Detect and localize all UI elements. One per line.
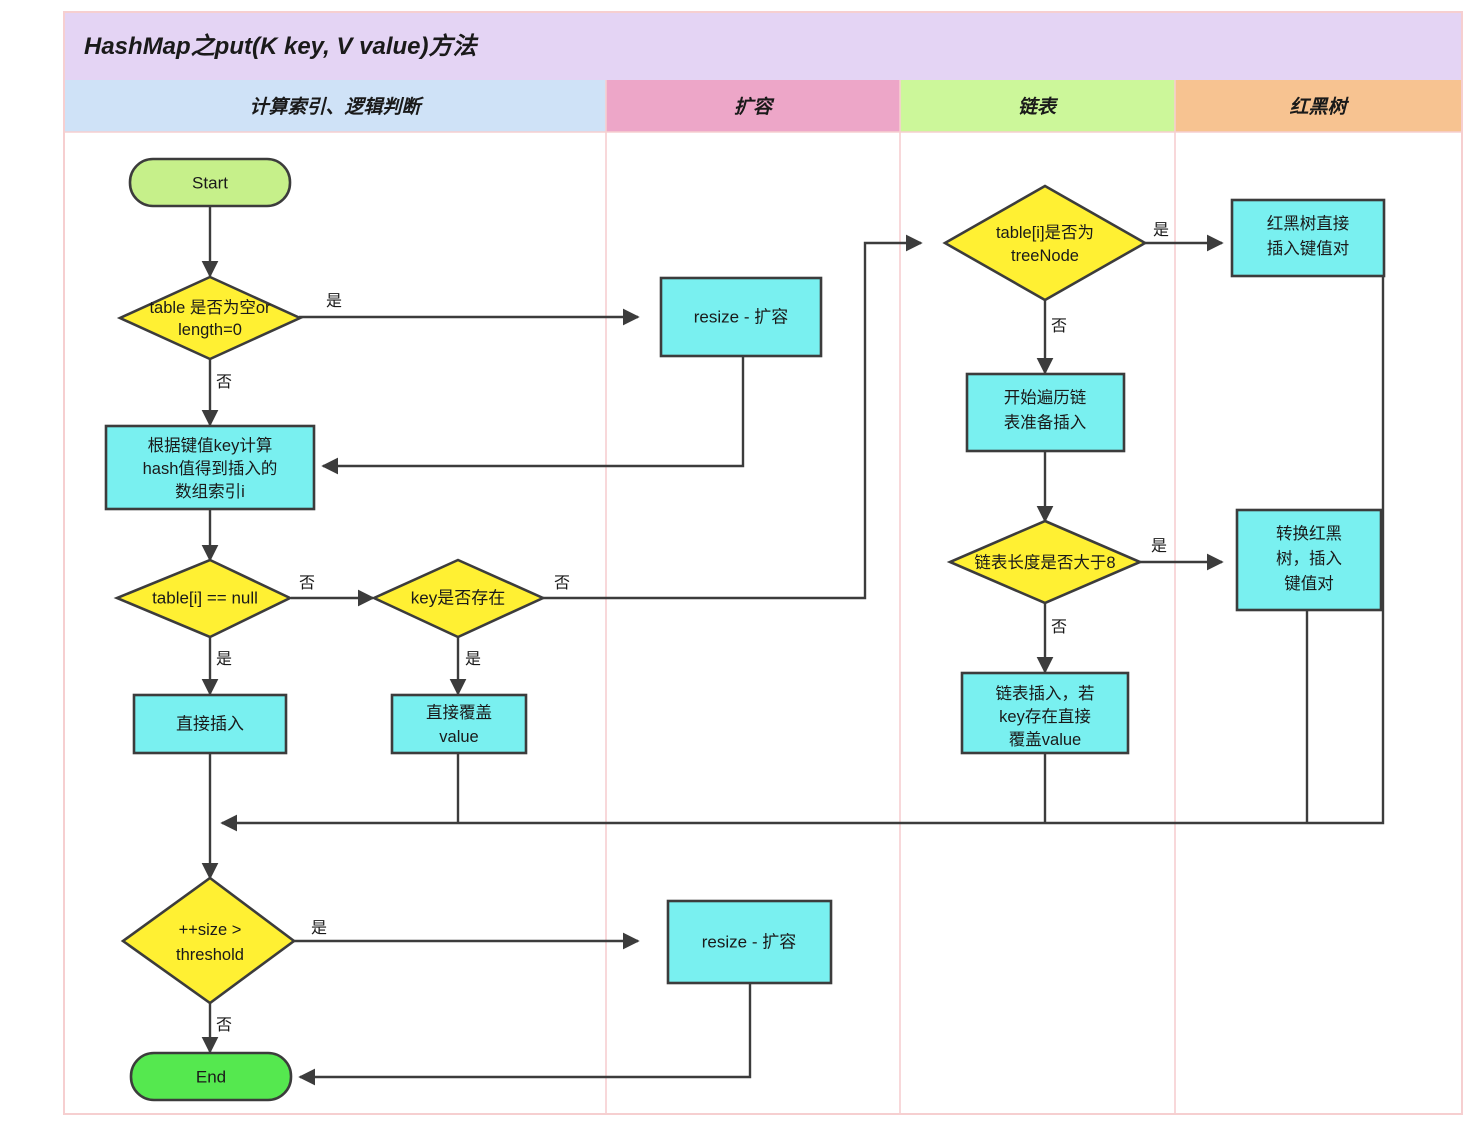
lane-header-resize-bg [606, 80, 900, 132]
lane-header-tree-bg [1175, 80, 1462, 132]
node-traverse-line1: 开始遍历链 [1004, 388, 1087, 407]
edge-label-tableempty-no: 否 [216, 374, 232, 391]
node-resize-bottom[interactable]: resize - 扩容 [666, 899, 833, 985]
edge-resizetop-to-calchash [321, 356, 745, 475]
node-resize-bottom-label: resize - 扩容 [702, 932, 796, 951]
edges-layer: resize-top --> calc-hash --> key exists … [201, 206, 1385, 1086]
node-is-treenode[interactable]: table[i]是否为 treeNode [942, 184, 1148, 302]
node-table-empty-line1: table 是否为空or [149, 298, 271, 317]
node-start-label: Start [192, 173, 228, 192]
edge-labels-layer: 是 否 否 是 否 是 是 否 是 否 是 否 [216, 222, 1169, 1034]
node-overwrite[interactable]: 直接覆盖 value [390, 693, 528, 755]
edge-label-lengt8-yes: 是 [1151, 538, 1167, 555]
lane-header-calc-bg [64, 80, 606, 132]
node-to-tree-line3: 键值对 [1284, 574, 1334, 593]
lane-header-calc-label: 计算索引、逻辑判断 [249, 96, 424, 118]
node-tree-insert-line1: 红黑树直接 [1267, 214, 1350, 233]
node-to-tree-line1: 转换红黑 [1276, 524, 1342, 543]
edge-label-size-yes: 是 [311, 920, 327, 937]
node-list-insert-line1: 链表插入，若 [996, 684, 1095, 703]
node-end[interactable]: End [129, 1051, 293, 1102]
edge-resizebottom-to-end [298, 983, 752, 1086]
node-direct-insert[interactable]: 直接插入 [132, 693, 288, 755]
node-start[interactable]: Start [128, 157, 292, 208]
lane-header-resize-label: 扩容 [734, 96, 775, 118]
node-traverse[interactable]: 开始遍历链 表准备插入 [965, 372, 1126, 453]
edge-label-keyexists-yes: 是 [465, 651, 481, 668]
lane-header-list-bg [900, 80, 1175, 132]
node-list-insert[interactable]: 链表插入，若 key存在直接 覆盖value [960, 671, 1130, 755]
edge-label-istreenode-no: 否 [1051, 318, 1067, 335]
node-size-line2: threshold [176, 946, 244, 964]
edge-label-keyexists-no: 否 [554, 575, 570, 592]
node-overwrite-line2: value [439, 728, 478, 746]
node-overwrite-line1: 直接覆盖 [426, 703, 492, 722]
node-size-gt-threshold[interactable]: ++size > threshold [120, 876, 297, 1005]
title-band [64, 12, 1462, 80]
edge-keyexists-no-istreenode [543, 234, 923, 600]
node-to-tree[interactable]: 转换红黑 树，插入 键值对 [1235, 508, 1383, 612]
node-len-gt-8[interactable]: 链表长度是否大于8 [946, 519, 1144, 605]
node-calc-hash-line1: 根据键值key计算 [148, 436, 273, 455]
edge-label-istreenode-yes: 是 [1153, 222, 1169, 239]
node-end-label: End [196, 1067, 226, 1086]
lane-header-list-label: 链表 [1018, 96, 1059, 118]
lane-header-tree-label: 红黑树 [1289, 96, 1349, 118]
edge-label-tableinull-no: 否 [299, 575, 315, 592]
node-resize-top-label: resize - 扩容 [694, 307, 788, 326]
node-tree-insert[interactable]: 红黑树直接 插入键值对 [1230, 198, 1386, 278]
edge-label-tableempty-yes: 是 [326, 293, 342, 310]
edge-label-tableinull-yes: 是 [216, 651, 232, 668]
node-list-insert-line2: key存在直接 [999, 707, 1091, 726]
node-tree-insert-line2: 插入键值对 [1267, 239, 1350, 258]
diagram-title: HashMap之put(K key, V value)方法 [84, 33, 480, 60]
node-calc-hash-line2: hash值得到插入的 [143, 459, 278, 478]
node-is-treenode-line2: treeNode [1011, 247, 1079, 265]
edge-treeinsert-to-merge [220, 276, 1385, 832]
node-calc-hash[interactable]: 根据键值key计算 hash值得到插入的 数组索引i [104, 424, 316, 511]
node-traverse-line2: 表准备插入 [1004, 413, 1087, 432]
node-to-tree-line2: 树，插入 [1276, 549, 1342, 568]
node-calc-hash-line3: 数组索引i [175, 482, 245, 501]
node-key-exists-label: key是否存在 [411, 588, 505, 607]
edge-label-size-no: 否 [216, 1017, 232, 1034]
node-len-gt-8-label: 链表长度是否大于8 [974, 553, 1115, 572]
node-key-exists[interactable]: key是否存在 [370, 558, 547, 639]
node-table-empty[interactable]: table 是否为空or length=0 [116, 275, 304, 361]
node-direct-insert-label: 直接插入 [176, 714, 244, 733]
edge-label-lengt8-no: 否 [1051, 619, 1067, 636]
diagram-outer-border [63, 11, 1463, 1115]
node-resize-top[interactable]: resize - 扩容 [659, 276, 823, 358]
node-size-line1: ++size > [179, 921, 242, 939]
node-is-treenode-line1: table[i]是否为 [996, 223, 1094, 242]
node-table-empty-line2: length=0 [178, 321, 242, 339]
node-table-i-null[interactable]: table[i] == null [113, 558, 293, 639]
node-list-insert-line3: 覆盖value [1009, 730, 1081, 749]
node-table-i-null-label: table[i] == null [152, 588, 258, 607]
